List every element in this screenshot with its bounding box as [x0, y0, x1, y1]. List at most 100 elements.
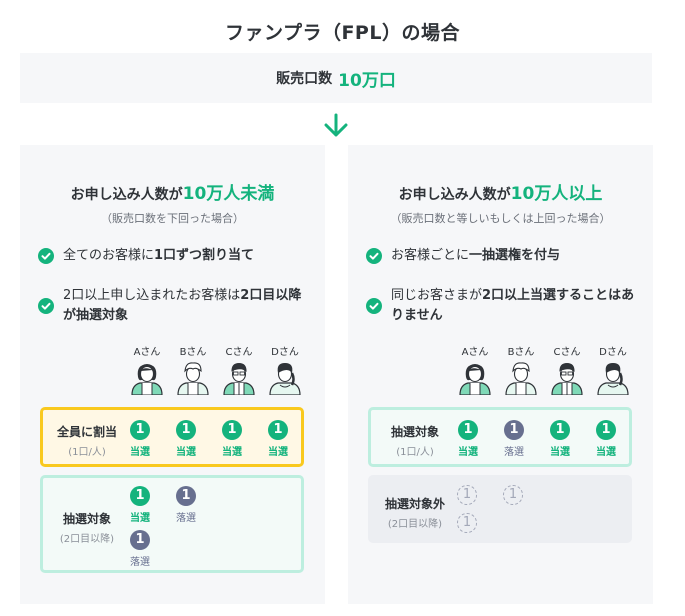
ticket-result: 当選: [596, 447, 616, 458]
heading-prefix: お申し込み人数が: [398, 187, 511, 203]
row-label-main: 全員に割当: [56, 425, 117, 439]
person-avatar-icon: [505, 362, 537, 395]
customer-c: Cさん: [216, 343, 262, 395]
heading-highlight: 10万人以上: [510, 184, 603, 204]
customer-name: Cさん: [553, 347, 581, 358]
ticket-result: 落選: [176, 513, 196, 524]
check-text-bold: 一抽選権を付与: [469, 248, 561, 263]
check-text-bold: 1口ずつ割り当て: [154, 248, 255, 263]
check-item: 2口以上申し込まれたお客様は2口目以降が抽選対象: [38, 286, 313, 326]
ticket-number: 1: [457, 485, 477, 505]
ticket: 1: [447, 513, 487, 533]
check-circle-icon: [366, 248, 382, 264]
ticket-result: 当選: [130, 513, 150, 524]
ticket-number: 1: [457, 513, 477, 533]
allocation-row: 全員に割当 (1口/人) 1 当選 1 当選 1 当選 1 当選: [40, 407, 304, 467]
check-text-plain: 同じお客さまが: [391, 288, 483, 303]
person-avatar-icon: [459, 364, 491, 395]
sales-count-value: 10万口: [338, 70, 396, 91]
sales-count-label: 販売口数: [276, 71, 333, 87]
ticket: 1 当選: [448, 420, 488, 458]
ticket-number: 1: [596, 420, 616, 440]
check-text-bold: 2口目以降が抽選対象: [63, 288, 302, 323]
check-text: 同じお客さまが2口以上当選することはありません: [391, 286, 641, 326]
row-label-sub: (2口目以降): [59, 534, 115, 545]
check-item: お客様ごとに一抽選権を付与: [366, 246, 641, 266]
row-label: 抽選対象外 (2口目以降): [371, 495, 459, 530]
heading-prefix: お申し込み人数が: [70, 187, 183, 203]
ticket-result: 当選: [268, 447, 288, 458]
person-avatar-icon: [269, 363, 301, 395]
check-item: 同じお客さまが2口以上当選することはありません: [366, 286, 641, 326]
ticket-result: 当選: [130, 447, 150, 458]
ticket-number: 1: [176, 486, 196, 506]
ticket-number: 1: [130, 420, 150, 440]
ticket-number: 1: [550, 420, 570, 440]
ticket: 1 落選: [166, 486, 206, 524]
customer-a: Aさん: [452, 343, 498, 395]
ticket: 1 当選: [212, 420, 252, 458]
ticket-result: 当選: [458, 447, 478, 458]
customer-a: Aさん: [124, 343, 170, 395]
customer-name: Aさん: [461, 347, 489, 358]
ticket: 1: [493, 485, 533, 505]
ticket-number: 1: [504, 420, 524, 440]
row-label-main: 抽選対象: [62, 512, 111, 526]
row-label-main: 抽選対象: [390, 425, 439, 439]
customer-name: Bさん: [507, 347, 535, 358]
ticket-number: 1: [222, 420, 242, 440]
person-avatar-icon: [551, 363, 583, 395]
panel-subheading: （販売口数を下回った場合）: [101, 212, 244, 225]
ticket: 1 当選: [120, 420, 160, 458]
row-label: 全員に割当 (1口/人): [43, 423, 131, 458]
ticket: 1 当選: [540, 420, 580, 458]
row-label-sub: (1口/人): [396, 447, 434, 458]
ticket-number: 1: [176, 420, 196, 440]
check-text: 2口以上申し込まれたお客様は2口目以降が抽選対象: [63, 286, 313, 326]
check-circle-icon: [366, 298, 382, 314]
customer-b: Bさん: [498, 343, 544, 395]
ticket-number: 1: [268, 420, 288, 440]
customer-list: Aさん Bさん Cさん Dさん: [452, 343, 636, 395]
customer-name: Dさん: [271, 347, 299, 358]
check-text-plain: 全てのお客様に: [63, 248, 155, 263]
panel-heading: お申し込み人数が10万人以上: [348, 179, 653, 204]
person-avatar-icon: [177, 362, 209, 395]
arrow-down-icon: [324, 113, 348, 137]
ticket: 1 当選: [120, 486, 160, 524]
panel-heading: お申し込み人数が10万人未満: [20, 179, 325, 204]
panel-under-capacity: お申し込み人数が10万人未満 （販売口数を下回った場合） 全てのお客様に1口ずつ…: [20, 145, 325, 604]
person-avatar-icon: [131, 364, 163, 395]
ticket-result: 当選: [550, 447, 570, 458]
panel-subheading: （販売口数と等しいもしくは上回った場合）: [390, 212, 611, 225]
customer-name: Bさん: [179, 347, 207, 358]
check-text-plain: お客様ごとに: [391, 248, 470, 263]
ticket: 1 当選: [166, 420, 206, 458]
heading-highlight: 10万人未満: [182, 184, 275, 204]
ticket: 1: [447, 485, 487, 505]
ticket-number: 1: [503, 485, 523, 505]
check-text-bold-2: はありません: [391, 288, 635, 323]
customer-name: Dさん: [599, 347, 627, 358]
ticket-number: 1: [458, 420, 478, 440]
row-label-sub: (2口目以降): [387, 519, 443, 530]
customer-b: Bさん: [170, 343, 216, 395]
customer-name: Cさん: [225, 347, 253, 358]
row-label: 抽選対象 (1口/人): [371, 423, 459, 458]
ticket-result: 当選: [222, 447, 242, 458]
check-text-plain: 2口以上申し込まれたお客様は: [63, 288, 241, 303]
customer-c: Cさん: [544, 343, 590, 395]
ticket-number: 1: [130, 486, 150, 506]
customer-d: Dさん: [262, 343, 308, 395]
row-label-sub: (1口/人): [68, 447, 106, 458]
ticket-result: 落選: [130, 557, 150, 568]
customer-d: Dさん: [590, 343, 636, 395]
ticket: 1 当選: [258, 420, 298, 458]
person-avatar-icon: [223, 363, 255, 395]
page-title: ファンプラ（FPL）の場合: [225, 22, 460, 44]
row-label: 抽選対象 (2口目以降): [43, 510, 131, 545]
ticket-result: 当選: [176, 447, 196, 458]
